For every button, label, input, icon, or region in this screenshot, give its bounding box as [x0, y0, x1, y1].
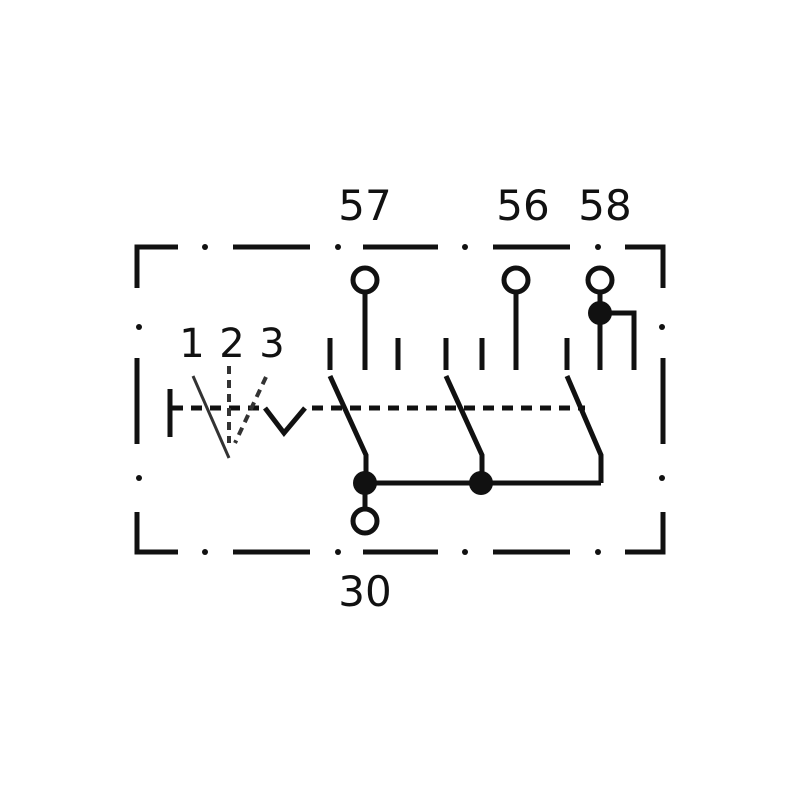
label-position-2: 2: [219, 321, 244, 367]
mechanical-linkage: [167, 389, 585, 438]
label-position-1: 1: [179, 321, 204, 367]
housing-border: [134, 244, 666, 555]
actuator-lever: [191, 366, 268, 459]
label-position-3: 3: [259, 321, 284, 367]
label-57: 57: [338, 181, 391, 230]
terminal-56: [501, 265, 531, 370]
switch-blades: [327, 374, 604, 495]
label-58: 58: [578, 181, 631, 230]
terminal-58: [585, 265, 637, 370]
terminal-30: [350, 483, 380, 536]
label-56: 56: [496, 181, 549, 230]
contact-stubs: [327, 338, 570, 370]
label-30: 30: [338, 567, 391, 616]
terminal-57: [350, 265, 380, 370]
